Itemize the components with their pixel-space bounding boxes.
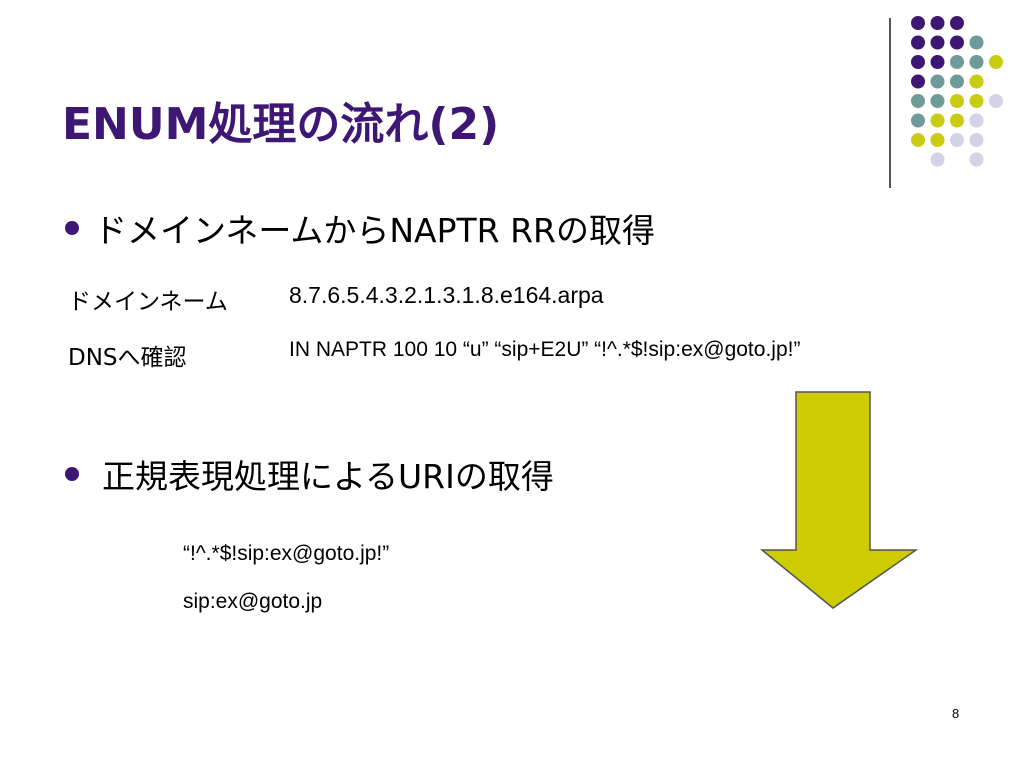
decorative-dot [950, 133, 964, 147]
decorative-dot [950, 113, 964, 128]
domain-name-value: 8.7.6.5.4.3.2.1.3.1.8.e164.arpa [289, 282, 604, 308]
decorative-dot [969, 133, 984, 147]
decorative-dot [969, 113, 984, 128]
decorative-dot [950, 35, 964, 50]
domain-name-label: ドメインネーム [68, 289, 228, 315]
decorative-dot [950, 74, 964, 89]
decorative-dot [969, 94, 984, 108]
decorative-dot [911, 133, 925, 147]
decorative-dot [911, 55, 925, 69]
dns-query-label: DNSへ確認 [68, 345, 187, 371]
bullet-text-uri: 正規表現処理によるURIの取得 [102, 457, 554, 496]
decorative-dot-grid [911, 16, 1003, 167]
resulting-uri: sip:ex@goto.jp [183, 590, 323, 613]
decorative-dot [969, 55, 984, 69]
page-number: 8 [952, 706, 960, 721]
decorative-dot [930, 74, 945, 89]
bullet-icon [65, 467, 79, 481]
regex-value: “!^.*$!sip:ex@goto.jp!” [183, 542, 390, 565]
bullet-text-naptr: ドメインネームからNAPTR RRの取得 [94, 211, 655, 250]
decorative-dot [950, 55, 964, 69]
decorative-dot [989, 94, 1003, 108]
decorative-dot [930, 55, 945, 69]
decorative-dot [930, 16, 945, 30]
down-arrow-icon [760, 391, 919, 609]
decorative-dot [969, 152, 984, 167]
decorative-dot [930, 94, 945, 108]
decorative-dot [989, 55, 1003, 69]
decorative-dot [911, 35, 925, 50]
decorative-dot [950, 94, 964, 108]
decorative-dot [950, 16, 964, 30]
decorative-dot [930, 152, 945, 167]
slide-title: ENUM処理の流れ(2) [62, 99, 500, 150]
decorative-dot [911, 16, 925, 30]
bullet-icon [65, 221, 79, 235]
decorative-dot [911, 113, 925, 128]
decorative-dot [911, 94, 925, 108]
decorative-dot [930, 35, 945, 50]
decorative-dot [969, 74, 984, 89]
decorative-dot [911, 74, 925, 89]
decorative-dot [969, 35, 984, 50]
decorative-divider-line [889, 18, 891, 188]
naptr-record-value: IN NAPTR 100 10 “u” “sip+E2U” “!^.*$!sip… [289, 338, 801, 361]
decorative-dot [930, 113, 945, 128]
decorative-dot [930, 133, 945, 147]
